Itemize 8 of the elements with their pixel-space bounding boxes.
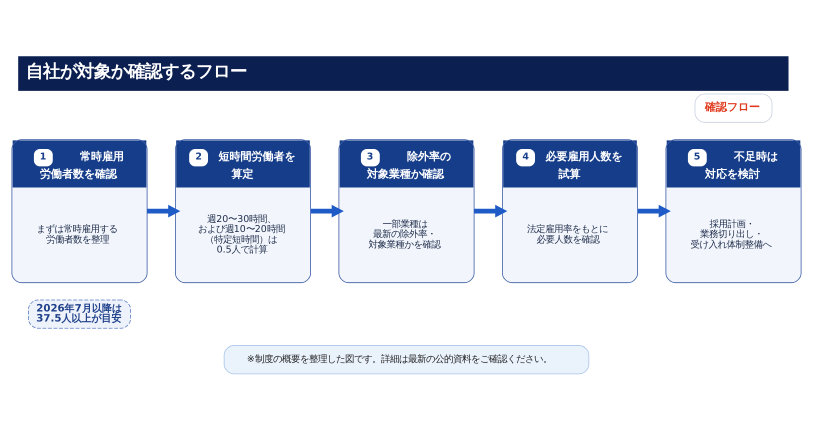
node-box: 2026年7月以降は37.5人以上が目安 [28,300,131,329]
arrow [638,204,671,218]
diagram-title: 自社が対象か確認するフロー [26,62,248,82]
node-box: ※制度の概要を整理した図です。詳細は最新の公的資料をご確認ください。 [224,345,590,374]
arrow [474,204,508,218]
arrow [310,204,344,218]
node-box: 確認フロー [694,94,772,123]
arrow [147,204,180,218]
